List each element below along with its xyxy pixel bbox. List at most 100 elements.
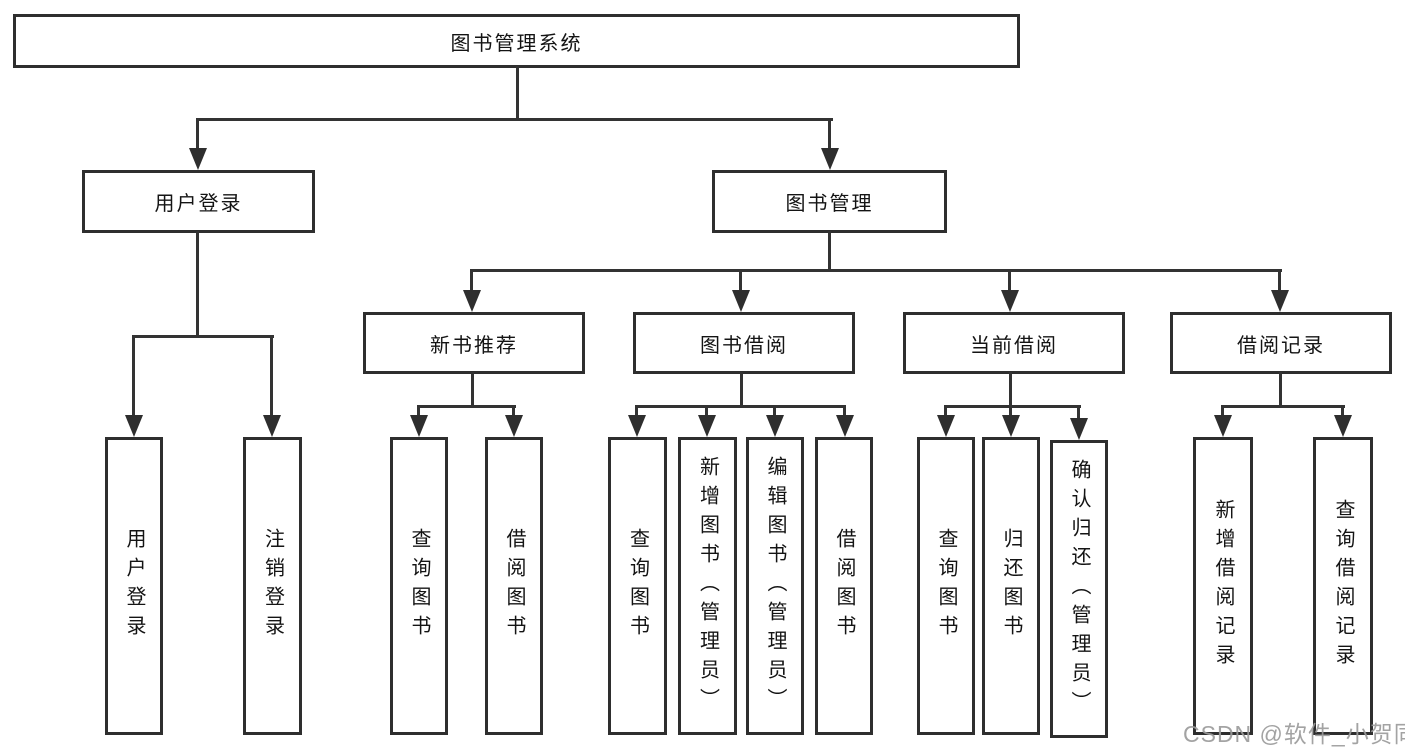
- leaf-query-books-rec-label: 查询图书: [408, 528, 430, 644]
- arrow-stem: [270, 335, 273, 417]
- node-new-book-recommendation: 新书推荐: [363, 312, 585, 374]
- arrow-stem: [132, 335, 135, 417]
- connector-level2-rail: [197, 118, 833, 121]
- leaf-query-books-current-label: 查询图书: [935, 528, 957, 644]
- node-book-borrowing-label: 图书借阅: [700, 334, 788, 357]
- node-borrowing-records: 借阅记录: [1170, 312, 1392, 374]
- connector-book-borrowing-stub: [740, 372, 743, 407]
- leaf-query-books-rec: 查询图书: [390, 437, 448, 735]
- leaf-return-book: 归还图书: [982, 437, 1040, 735]
- arrow-stem: [828, 118, 831, 150]
- arrow-head-icon: [821, 148, 839, 170]
- arrow-head-icon: [698, 415, 716, 437]
- node-root-system: 图书管理系统: [13, 14, 1020, 68]
- arrow-to-book-borrowing: [732, 269, 750, 312]
- leaf-query-borrow-record-label: 查询借阅记录: [1332, 499, 1354, 673]
- arrow-stem: [843, 405, 846, 417]
- node-new-book-recommendation-label: 新书推荐: [430, 334, 518, 357]
- connector-current-borrowing-rail: [945, 405, 1081, 408]
- arrow-to-current-borrowing: [1001, 269, 1019, 312]
- leaf-confirm-return-admin: 确认归还（管理员）: [1050, 440, 1108, 738]
- arrow-stem: [1341, 405, 1344, 417]
- connector-borrowing-records-stub: [1279, 372, 1282, 407]
- arrow-stem: [196, 118, 199, 150]
- arrow-head-icon: [1002, 415, 1020, 437]
- leaf-logout-label: 注销登录: [261, 528, 284, 644]
- leaf-query-borrow-record: 查询借阅记录: [1313, 437, 1373, 735]
- arrow-head-icon: [1271, 290, 1289, 312]
- leaf-borrow-books-rec-label: 借阅图书: [503, 528, 525, 644]
- arrow-stem: [470, 269, 473, 292]
- connector-root-stub: [516, 66, 519, 120]
- arrow-to-leaf-user-login: [125, 335, 143, 437]
- leaf-query-books-borrow: 查询图书: [608, 437, 667, 735]
- node-user-login-label: 用户登录: [154, 193, 243, 215]
- arrow-stem: [773, 405, 776, 417]
- connector-level3-rail: [470, 269, 1282, 272]
- leaf-borrow-books-label: 借阅图书: [833, 528, 855, 644]
- arrow-head-icon: [1001, 290, 1019, 312]
- arrow-head-icon: [463, 290, 481, 312]
- node-current-borrowing: 当前借阅: [903, 312, 1125, 374]
- arrow-to-leaf-add-book: [698, 405, 716, 437]
- arrow-to-leaf-query-borrow-record: [1334, 405, 1352, 437]
- arrow-head-icon: [766, 415, 784, 437]
- node-book-management-label: 图书管理: [785, 193, 874, 215]
- leaf-edit-book-admin: 编辑图书（管理员）: [746, 437, 804, 735]
- leaf-add-borrow-record-label: 新增借阅记录: [1212, 499, 1234, 673]
- arrow-stem: [512, 405, 515, 417]
- arrow-stem: [635, 405, 638, 417]
- leaf-edit-book-admin-label: 编辑图书（管理员）: [764, 455, 786, 717]
- arrow-to-leaf-query-books-current: [937, 405, 955, 437]
- arrow-stem: [739, 269, 742, 292]
- leaf-borrow-books-rec: 借阅图书: [485, 437, 543, 735]
- arrow-to-leaf-return-book: [1002, 405, 1020, 437]
- connector-book-borrowing-rail: [636, 405, 846, 408]
- connector-book-management-stub: [828, 231, 831, 272]
- leaf-add-book-admin-label: 新增图书（管理员）: [696, 455, 719, 717]
- arrow-stem: [1077, 405, 1080, 420]
- connector-borrowing-records-rail: [1222, 405, 1345, 408]
- arrow-to-leaf-logout: [263, 335, 281, 437]
- leaf-add-book-admin: 新增图书（管理员）: [678, 437, 737, 735]
- leaf-user-login: 用户登录: [105, 437, 163, 735]
- node-book-borrowing: 图书借阅: [633, 312, 855, 374]
- arrow-head-icon: [836, 415, 854, 437]
- node-book-management: 图书管理: [712, 170, 947, 233]
- arrow-to-leaf-confirm-return: [1070, 405, 1088, 440]
- arrow-head-icon: [732, 290, 750, 312]
- connector-user-login-rail: [132, 335, 274, 338]
- leaf-query-books-current: 查询图书: [917, 437, 975, 735]
- node-root-label: 图书管理系统: [450, 32, 583, 55]
- arrow-head-icon: [125, 415, 143, 437]
- arrow-stem: [705, 405, 708, 417]
- arrow-to-leaf-query-books-borrow: [628, 405, 646, 437]
- leaf-user-login-label: 用户登录: [123, 528, 145, 644]
- arrow-to-leaf-add-borrow-record: [1214, 405, 1232, 437]
- arrow-stem: [1278, 269, 1281, 292]
- arrow-head-icon: [410, 415, 428, 437]
- csdn-watermark: CSDN @软件_小贺同学: [1183, 721, 1405, 747]
- connector-current-borrowing-stub: [1009, 372, 1012, 407]
- arrow-to-borrowing-records: [1271, 269, 1289, 312]
- arrow-head-icon: [937, 415, 955, 437]
- arrow-to-leaf-borrow-books-rec: [505, 405, 523, 437]
- arrow-stem: [417, 405, 420, 417]
- leaf-logout: 注销登录: [243, 437, 302, 735]
- arrow-head-icon: [1334, 415, 1352, 437]
- arrow-to-new-book-rec: [463, 269, 481, 312]
- node-current-borrowing-label: 当前借阅: [970, 334, 1058, 357]
- arrow-to-leaf-borrow-books: [836, 405, 854, 437]
- arrow-head-icon: [189, 148, 207, 170]
- leaf-return-book-label: 归还图书: [1000, 528, 1022, 644]
- leaf-borrow-books: 借阅图书: [815, 437, 873, 735]
- arrow-stem: [1221, 405, 1224, 417]
- connector-new-book-rec-stub: [471, 372, 474, 407]
- arrow-stem: [1008, 269, 1011, 292]
- node-borrowing-records-label: 借阅记录: [1237, 334, 1325, 357]
- leaf-confirm-return-admin-label: 确认归还（管理员）: [1068, 458, 1090, 720]
- leaf-query-books-borrow-label: 查询图书: [626, 528, 649, 644]
- arrow-to-user-login: [189, 118, 207, 170]
- arrow-to-leaf-edit-book: [766, 405, 784, 437]
